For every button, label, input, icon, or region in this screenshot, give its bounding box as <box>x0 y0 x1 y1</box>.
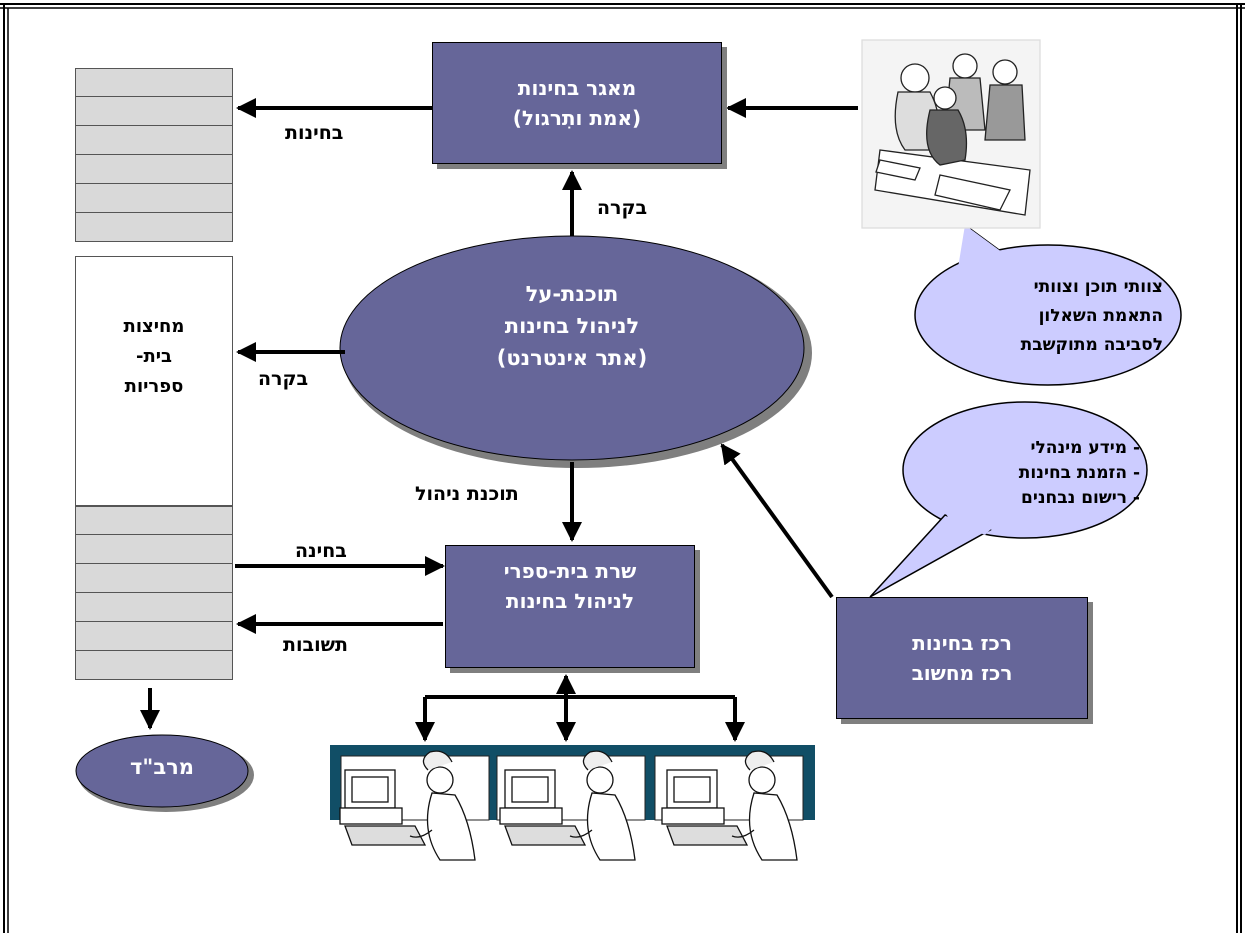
bubble-teams-line3: לסביבה מתוקשבת <box>1020 335 1163 355</box>
arrow-center-to-software <box>720 443 834 599</box>
folder-row <box>75 506 233 535</box>
folder-row <box>75 213 233 242</box>
bubble-info-text: - מידע מינהלי - הזמנת בחינות - רישום נבח… <box>945 436 1140 511</box>
label-answers: תשובות <box>283 634 348 656</box>
bubble-info-line3: - רישום נבחנים <box>1021 488 1140 508</box>
school-server-box: שרת בית-ספרי לניהול בחינות <box>445 545 695 668</box>
workstation-illustration-left <box>339 750 476 861</box>
workstation-illustration-middle <box>499 750 636 861</box>
label-control-left: בקרה <box>258 368 309 390</box>
district-label: מרב"ד <box>130 755 194 779</box>
folder-row <box>75 564 233 593</box>
workstation-illustration-right <box>661 750 798 861</box>
bubble-teams-line1: צוותי תוכן וצוותי <box>1033 277 1163 297</box>
school-server-line1: שרת בית-ספרי <box>503 559 637 583</box>
folder-row <box>75 126 233 155</box>
bubble-teams-line2: התאמת השאלון <box>1038 306 1163 326</box>
folder-row <box>75 651 233 680</box>
folders-top-rows <box>75 68 233 242</box>
folder-row <box>75 155 233 184</box>
bubble-teams-join <box>958 225 1010 268</box>
label-exams: בחינות <box>285 122 344 144</box>
label-management-software: תוכנת ניהול <box>415 483 519 505</box>
bubble-info-line2: - הזמנת בחינות <box>1018 463 1140 483</box>
question-bank-line1: מאגר בחינות <box>517 76 637 100</box>
team-meeting-illustration <box>861 39 1041 229</box>
folders-line3: ספריות <box>124 376 184 397</box>
bubble-info-join <box>940 505 995 535</box>
district-ellipse <box>75 734 249 808</box>
super-software-line2: לניהול בחינות <box>504 314 640 338</box>
folder-row <box>75 622 233 651</box>
super-software-line3: (אתר אינטרנט) <box>496 346 648 370</box>
exam-center-box: רכז בחינות רכז מחשוב <box>836 597 1088 719</box>
folder-row <box>75 535 233 564</box>
folder-row <box>75 97 233 126</box>
folder-row <box>75 593 233 622</box>
bubble-info-line1: - מידע מינהלי <box>1030 438 1141 458</box>
folders-line2: בית- <box>135 346 173 367</box>
folders-bottom-rows <box>75 506 233 680</box>
super-software-line1: תוכנת-על <box>525 282 619 306</box>
question-bank-line2: (אמת ותִרגול) <box>512 106 642 130</box>
exam-center-line1: רכז בחינות <box>912 631 1012 655</box>
exam-center-line2: רכז מחשוב <box>911 661 1013 685</box>
folder-row <box>75 184 233 213</box>
folders-line1: מחיצות <box>123 316 185 337</box>
school-server-line2: לניהול בחינות <box>505 589 635 613</box>
bubble-teams-shape <box>914 244 1182 386</box>
super-software-label: תוכנת-על לניהול בחינות (אתר אינטרנט) <box>372 278 772 374</box>
bubble-teams-text: צוותי תוכן וצוותי התאמת השאלון לסביבה מת… <box>935 273 1163 360</box>
label-exam: בחינה <box>295 540 347 562</box>
label-control-top: בקרה <box>597 197 648 219</box>
folder-row <box>75 68 233 97</box>
question-bank-box: מאגר בחינות (אמת ותִרגול) <box>432 42 722 164</box>
bubble-info-shape <box>902 401 1148 539</box>
school-folders-panel: מחיצות בית- ספריות <box>75 256 233 506</box>
